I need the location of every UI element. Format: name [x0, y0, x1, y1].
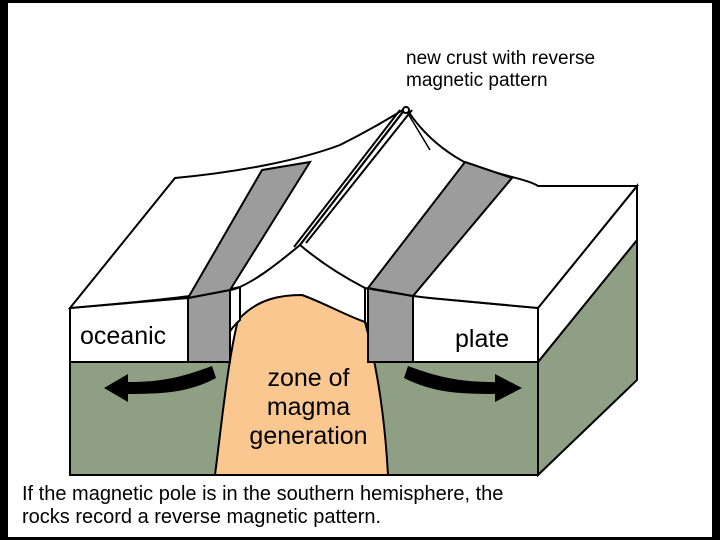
frame-border-top	[0, 0, 720, 3]
frame-border-left	[0, 0, 8, 540]
frame-border-right	[712, 0, 720, 540]
magma-zone-label: zone of magma generation	[236, 364, 381, 451]
zone-line-2: magma	[236, 393, 381, 422]
new-crust-line-1: new crust with reverse	[406, 48, 595, 70]
caption-line-2: rocks record a reverse magnetic pattern.	[22, 506, 503, 529]
caption: If the magnetic pole is in the southern …	[22, 483, 503, 529]
stripe-front-right	[368, 288, 413, 362]
plate-label: plate	[455, 325, 509, 354]
zone-line-3: generation	[236, 422, 381, 451]
stripe-front-left	[188, 290, 230, 362]
oceanic-label: oceanic	[80, 322, 166, 351]
new-crust-line-2: magnetic pattern	[406, 70, 595, 92]
ridge-crest	[403, 107, 409, 113]
zone-line-1: zone of	[236, 364, 381, 393]
new-crust-label: new crust with reverse magnetic pattern	[406, 48, 595, 92]
caption-line-1: If the magnetic pole is in the southern …	[22, 483, 503, 506]
